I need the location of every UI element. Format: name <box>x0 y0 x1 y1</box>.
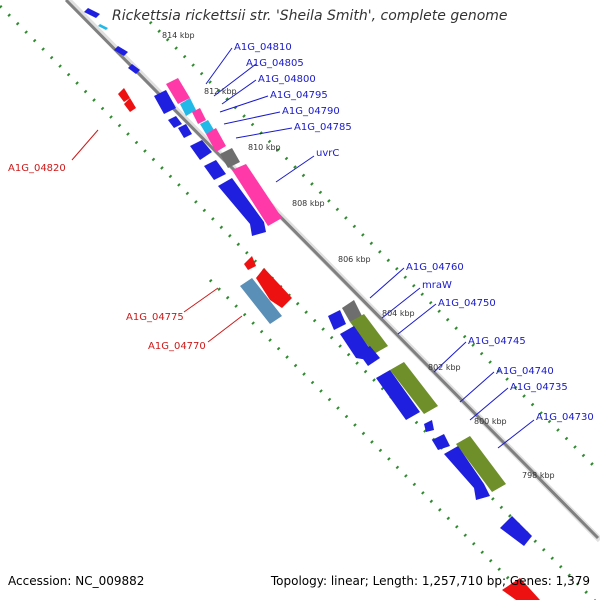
reverse-features <box>118 88 540 600</box>
cds-feature[interactable] <box>166 78 190 104</box>
gene-label-a1g-04810[interactable]: A1G_04810 <box>234 42 292 53</box>
ruler-label: 802 kbp <box>428 363 461 372</box>
ruler-label: 798 kbp <box>522 471 555 480</box>
cds-feature[interactable] <box>328 310 346 330</box>
gene-label-uvrc[interactable]: uvrC <box>316 148 339 159</box>
gene-label-a1g-04800[interactable]: A1G_04800 <box>258 74 316 85</box>
cds-feature[interactable] <box>502 578 540 600</box>
gene-label-a1g-04795[interactable]: A1G_04795 <box>270 90 328 101</box>
accession-text: Accession: NC_009882 <box>8 574 145 588</box>
cds-feature[interactable] <box>124 98 136 112</box>
cds-feature[interactable] <box>256 268 292 308</box>
cds-feature[interactable] <box>220 148 240 168</box>
cds-feature[interactable] <box>190 140 212 160</box>
cds-feature[interactable] <box>192 108 206 124</box>
gene-label-mraw[interactable]: mraW <box>422 280 452 291</box>
cds-feature[interactable] <box>456 436 506 492</box>
cds-feature[interactable] <box>376 370 420 420</box>
cds-feature[interactable] <box>444 446 490 500</box>
cds-feature[interactable] <box>128 64 140 74</box>
ruler-label: 808 kbp <box>292 199 325 208</box>
cds-feature[interactable] <box>168 116 182 128</box>
cds-feature[interactable] <box>98 24 108 30</box>
reverse-leaders <box>71 129 243 343</box>
cds-feature[interactable] <box>244 256 256 270</box>
cds-feature[interactable] <box>424 420 434 432</box>
topology-text: Topology: linear; Length: 1,257,710 bp; … <box>270 574 590 588</box>
ruler-label: 804 kbp <box>382 309 415 318</box>
gene-label-a1g-04820[interactable]: A1G_04820 <box>8 163 66 174</box>
cds-feature[interactable] <box>358 346 380 366</box>
gene-label-a1g-04750[interactable]: A1G_04750 <box>438 298 496 309</box>
cds-feature[interactable] <box>118 88 130 102</box>
gene-label-a1g-04740[interactable]: A1G_04740 <box>496 366 554 377</box>
cds-feature[interactable] <box>500 516 532 546</box>
genome-backbone-core <box>64 0 600 540</box>
forward-features <box>84 8 532 546</box>
cds-feature[interactable] <box>206 128 226 152</box>
gene-label-a1g-04745[interactable]: A1G_04745 <box>468 336 526 347</box>
gene-label-a1g-04775[interactable]: A1G_04775 <box>126 312 184 323</box>
map-title: Rickettsia rickettsii str. 'Sheila Smith… <box>112 8 508 24</box>
cds-feature[interactable] <box>200 120 214 134</box>
ruler-track-outer <box>0 4 597 600</box>
cds-feature[interactable] <box>114 46 128 56</box>
cds-feature[interactable] <box>390 362 438 414</box>
ruler-label: 800 kbp <box>474 417 507 426</box>
cds-feature[interactable] <box>154 90 176 114</box>
gene-label-a1g-04730[interactable]: A1G_04730 <box>536 412 594 423</box>
gene-label-a1g-04790[interactable]: A1G_04790 <box>282 106 340 117</box>
forward-leaders <box>205 47 535 449</box>
cds-feature[interactable] <box>218 178 266 236</box>
cds-feature[interactable] <box>342 300 362 322</box>
gene-label-a1g-04735[interactable]: A1G_04735 <box>510 382 568 393</box>
cds-feature[interactable] <box>240 278 282 324</box>
ruler-label: 810 kbp <box>248 143 281 152</box>
ruler-label: 814 kbp <box>162 31 195 40</box>
gene-label-a1g-04760[interactable]: A1G_04760 <box>406 262 464 273</box>
ruler-label: 806 kbp <box>338 255 371 264</box>
cds-feature[interactable] <box>204 160 226 180</box>
gene-label-a1g-04770[interactable]: A1G_04770 <box>148 341 206 352</box>
cds-feature[interactable] <box>232 164 282 226</box>
gene-label-a1g-04805[interactable]: A1G_04805 <box>246 58 304 69</box>
gene-label-a1g-04785[interactable]: A1G_04785 <box>294 122 352 133</box>
cds-feature[interactable] <box>180 98 196 116</box>
cds-feature[interactable] <box>84 8 100 18</box>
cds-feature[interactable] <box>350 314 388 354</box>
cds-feature[interactable] <box>178 124 192 138</box>
cds-feature[interactable] <box>432 434 450 450</box>
